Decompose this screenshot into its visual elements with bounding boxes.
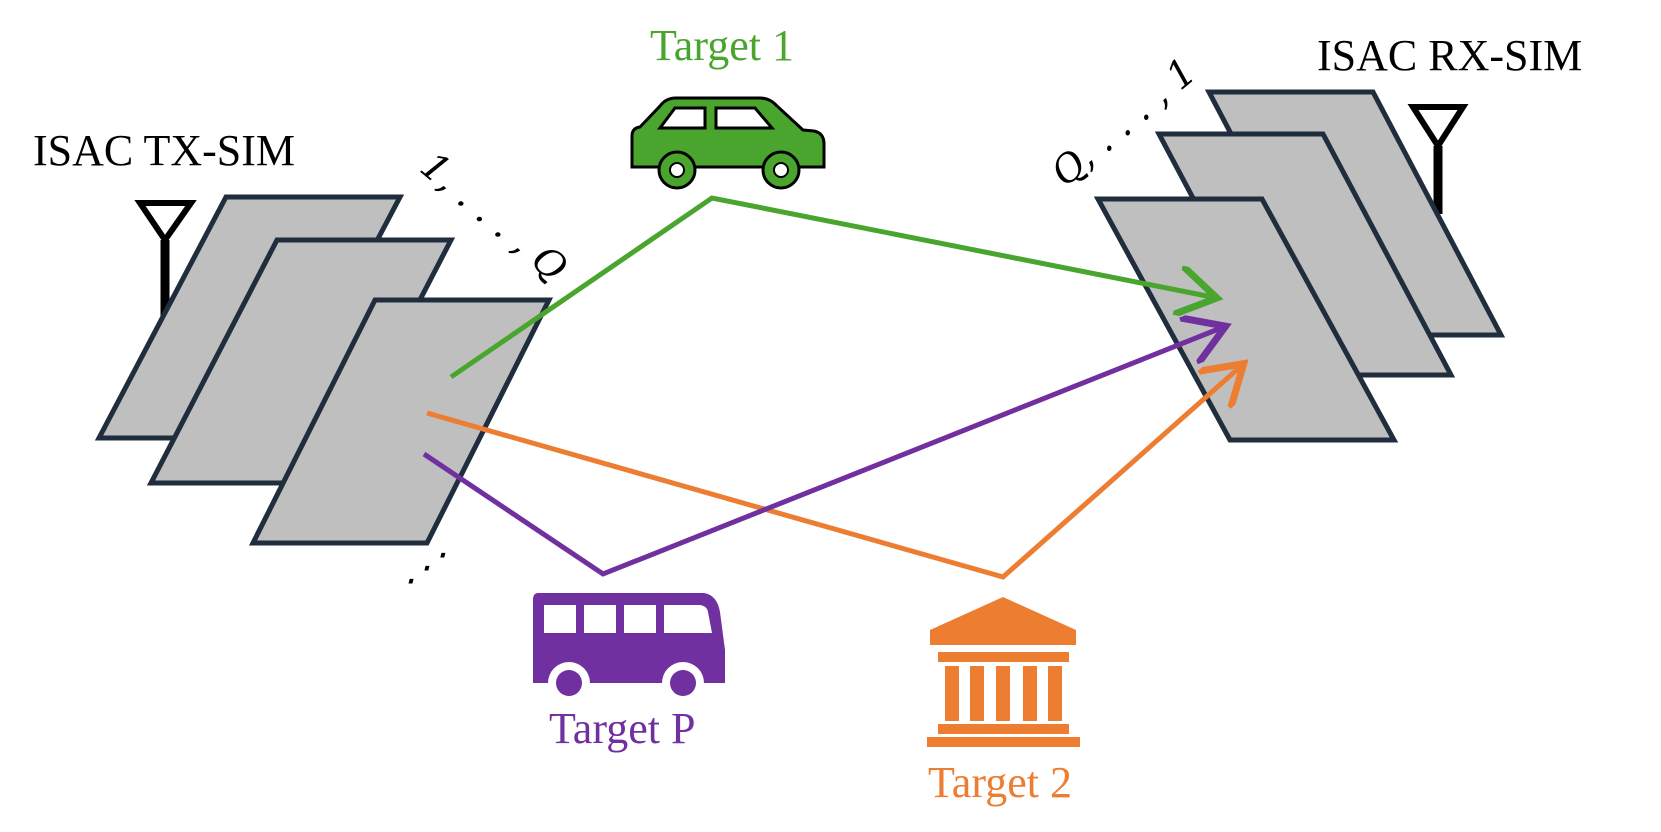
- rx-sim-label: ISAC RX-SIM: [1317, 31, 1582, 80]
- target2-label: Target 2: [928, 758, 1072, 807]
- tx-sim-label: ISAC TX-SIM: [33, 126, 295, 175]
- car-icon: [630, 96, 826, 190]
- building-icon: [927, 597, 1080, 747]
- rx-sim-stack: [1093, 89, 1506, 443]
- tx-antenna-icon: [134, 200, 197, 320]
- rx-antenna-icon: [1407, 104, 1469, 214]
- targetP-label: Target P: [549, 704, 695, 753]
- bus-icon: [533, 593, 725, 704]
- target1-path: [449, 195, 1212, 380]
- targetP-path: [422, 328, 1221, 577]
- target2-path: [426, 367, 1240, 580]
- tx-layer-ellipsis: ⋰: [405, 545, 446, 589]
- target1-label: Target 1: [650, 21, 794, 70]
